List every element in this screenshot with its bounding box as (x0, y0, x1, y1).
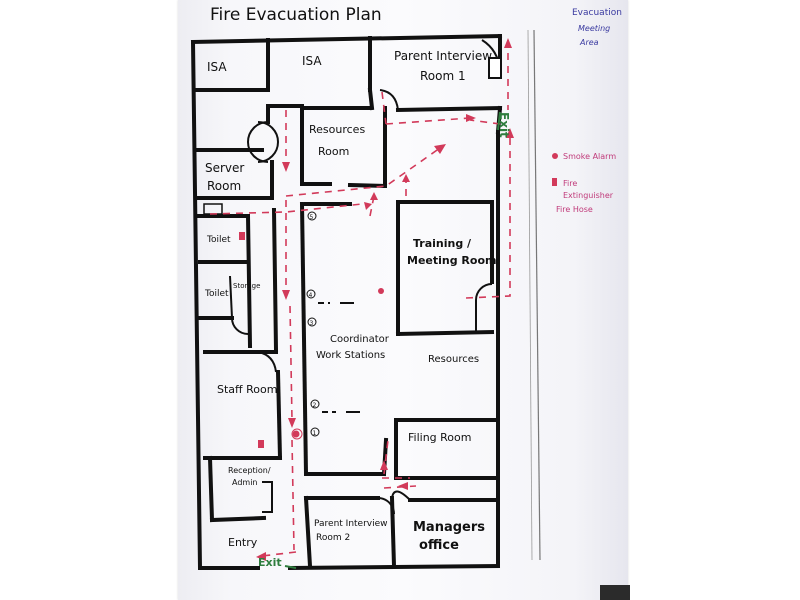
extinguisher-legend-icon (552, 178, 557, 186)
room-label-resources-room-line2: Room (318, 145, 349, 158)
legend-extinguisher-line3: Fire Hose (556, 205, 593, 214)
legend-smoke-alarm: Smoke Alarm (563, 152, 616, 161)
filing-room-walls (394, 418, 496, 480)
legend-extinguisher: Fire (563, 179, 577, 188)
room-label-parent-interview-1: Parent Interview (394, 49, 492, 63)
room-label-parent-interview-2: Parent Interview (314, 519, 388, 529)
plan-title: Fire Evacuation Plan (210, 5, 382, 25)
room-label-toilet-2: Toilet (204, 289, 229, 299)
legend: Evacuation Meeting Area Smoke Alarm Fire… (552, 8, 622, 214)
exit-label-south: Exit (258, 556, 282, 569)
outside-boundary-line (533, 29, 541, 561)
room-label-toilet-1: Toilet (206, 235, 231, 245)
legend-assembly-area-line3: Area (579, 38, 599, 47)
room-label-server-room-line2: Room (207, 179, 241, 193)
legend-extinguisher-line2: Extinguisher (563, 191, 614, 200)
workstation-number-4: 4 (309, 292, 313, 299)
workstation-number-2: 2 (313, 402, 317, 409)
workstation-number-5: 5 (310, 214, 314, 221)
bottom-room-walls (303, 490, 496, 569)
room-label-server-room: Server (205, 161, 244, 175)
outside-boundary-line-2 (527, 29, 533, 561)
photo-shadow (600, 585, 630, 600)
room-label-reception: Reception/ (228, 466, 271, 475)
workstation-markers: 5 4 3 2 1 (306, 211, 320, 437)
workstation-number-3: 3 (310, 320, 314, 327)
room-label-resources-room: Resources (309, 123, 365, 136)
left-column-walls (194, 203, 283, 523)
workstation-number-1: 1 (313, 430, 317, 437)
evacuation-routes (209, 38, 514, 561)
training-room-walls (395, 200, 495, 337)
top-row-walls (193, 36, 503, 200)
smoke-alarm-legend-icon (552, 153, 558, 159)
exit-label-east: Exit (497, 112, 511, 138)
room-label-staff-room: Staff Room (217, 383, 277, 396)
room-labels: ISA ISA Parent Interview Room 1 Resource… (204, 49, 496, 553)
room-label-training-line2: Meeting Room (407, 254, 496, 267)
room-label-training: Training / (413, 237, 472, 250)
room-label-managers-line2: office (419, 538, 459, 553)
room-label-parent-interview-2-line2: Room 2 (316, 533, 350, 543)
room-label-managers: Managers (413, 520, 485, 535)
room-label-entry: Entry (228, 536, 258, 549)
room-label-storage: Storage (233, 282, 260, 290)
room-label-resources: Resources (428, 354, 479, 365)
room-label-isa-2: ISA (302, 54, 322, 68)
floor-plan-sheet (178, 0, 628, 600)
exit-labels: Exit Exit (258, 111, 511, 569)
legend-assembly-area-line2: Meeting (578, 24, 610, 33)
room-label-isa-1: ISA (207, 60, 227, 74)
legend-assembly-area: Evacuation (572, 8, 622, 18)
room-label-coordinator: Coordinator (330, 334, 390, 345)
room-label-parent-interview-1-line2: Room 1 (420, 69, 466, 83)
room-label-coordinator-line2: Work Stations (316, 350, 385, 361)
room-label-reception-line2: Admin (232, 478, 258, 487)
room-label-filing-room: Filing Room (408, 431, 471, 444)
